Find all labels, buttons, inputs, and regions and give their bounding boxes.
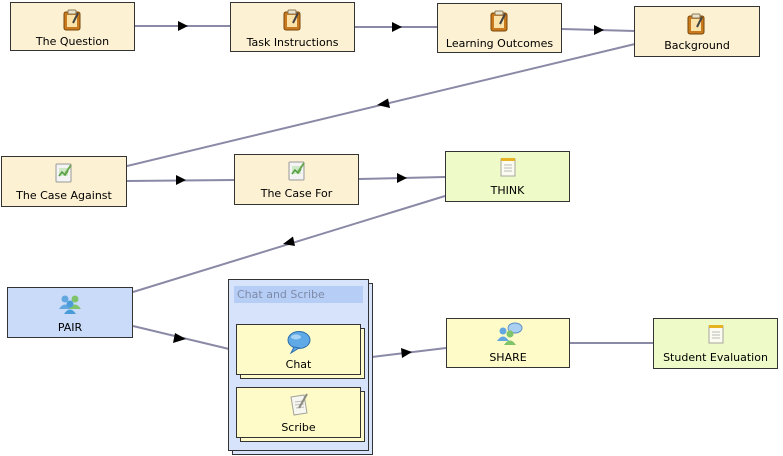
notepad-icon: [708, 325, 723, 344]
node-learning-outcomes[interactable]: Learning Outcomes: [437, 3, 562, 53]
arrowhead: [401, 348, 412, 358]
arrowhead: [178, 21, 188, 31]
notebook-pencil-icon: [283, 9, 300, 31]
node-task-instructions[interactable]: Task Instructions: [230, 2, 355, 52]
node-the-case-against[interactable]: The Case Against: [1, 156, 127, 207]
arrowhead: [392, 22, 402, 32]
node-label: Learning Outcomes: [445, 37, 554, 50]
node-the-case-for[interactable]: The Case For: [234, 154, 359, 205]
node-label: Scribe: [281, 421, 316, 434]
node-label: The Question: [35, 35, 110, 48]
node-label: Chat: [285, 358, 312, 371]
node-label: THINK: [490, 184, 525, 197]
node-label: Background: [664, 39, 730, 52]
node-label: Task Instructions: [246, 36, 339, 49]
node-label: Student Evaluation: [663, 351, 768, 364]
node-label: The Case Against: [16, 189, 112, 202]
group-title: Chat and Scribe: [234, 286, 363, 303]
arrowhead: [283, 236, 295, 246]
node-think[interactable]: THINK: [445, 151, 570, 202]
arrowhead: [176, 175, 186, 185]
node-chat[interactable]: Chat: [236, 324, 361, 375]
speech-bubble-icon: [287, 331, 310, 354]
arrowhead: [377, 98, 390, 108]
people-chat-icon: [497, 322, 523, 345]
node-label: SHARE: [489, 351, 527, 364]
notebook-pencil-icon: [490, 10, 507, 32]
group-people-icon: [59, 295, 81, 314]
image-document-icon: [288, 161, 305, 181]
arrowhead: [397, 173, 407, 183]
image-document-icon: [55, 163, 72, 183]
notepad-icon: [500, 158, 515, 177]
node-label: The Case For: [260, 187, 333, 200]
node-label: PAIR: [57, 321, 83, 334]
paper-pen-icon: [289, 393, 308, 416]
notebook-pencil-icon: [687, 13, 705, 35]
node-pair[interactable]: PAIR: [7, 287, 133, 338]
node-scribe[interactable]: Scribe: [236, 387, 361, 438]
arrowhead: [173, 333, 186, 343]
notebook-pencil-icon: [63, 9, 80, 31]
arrowhead: [594, 25, 604, 35]
node-share[interactable]: SHARE: [446, 318, 570, 368]
node-background[interactable]: Background: [634, 6, 760, 57]
node-student-evaluation[interactable]: Student Evaluation: [653, 318, 778, 369]
node-the-question[interactable]: The Question: [10, 2, 135, 51]
